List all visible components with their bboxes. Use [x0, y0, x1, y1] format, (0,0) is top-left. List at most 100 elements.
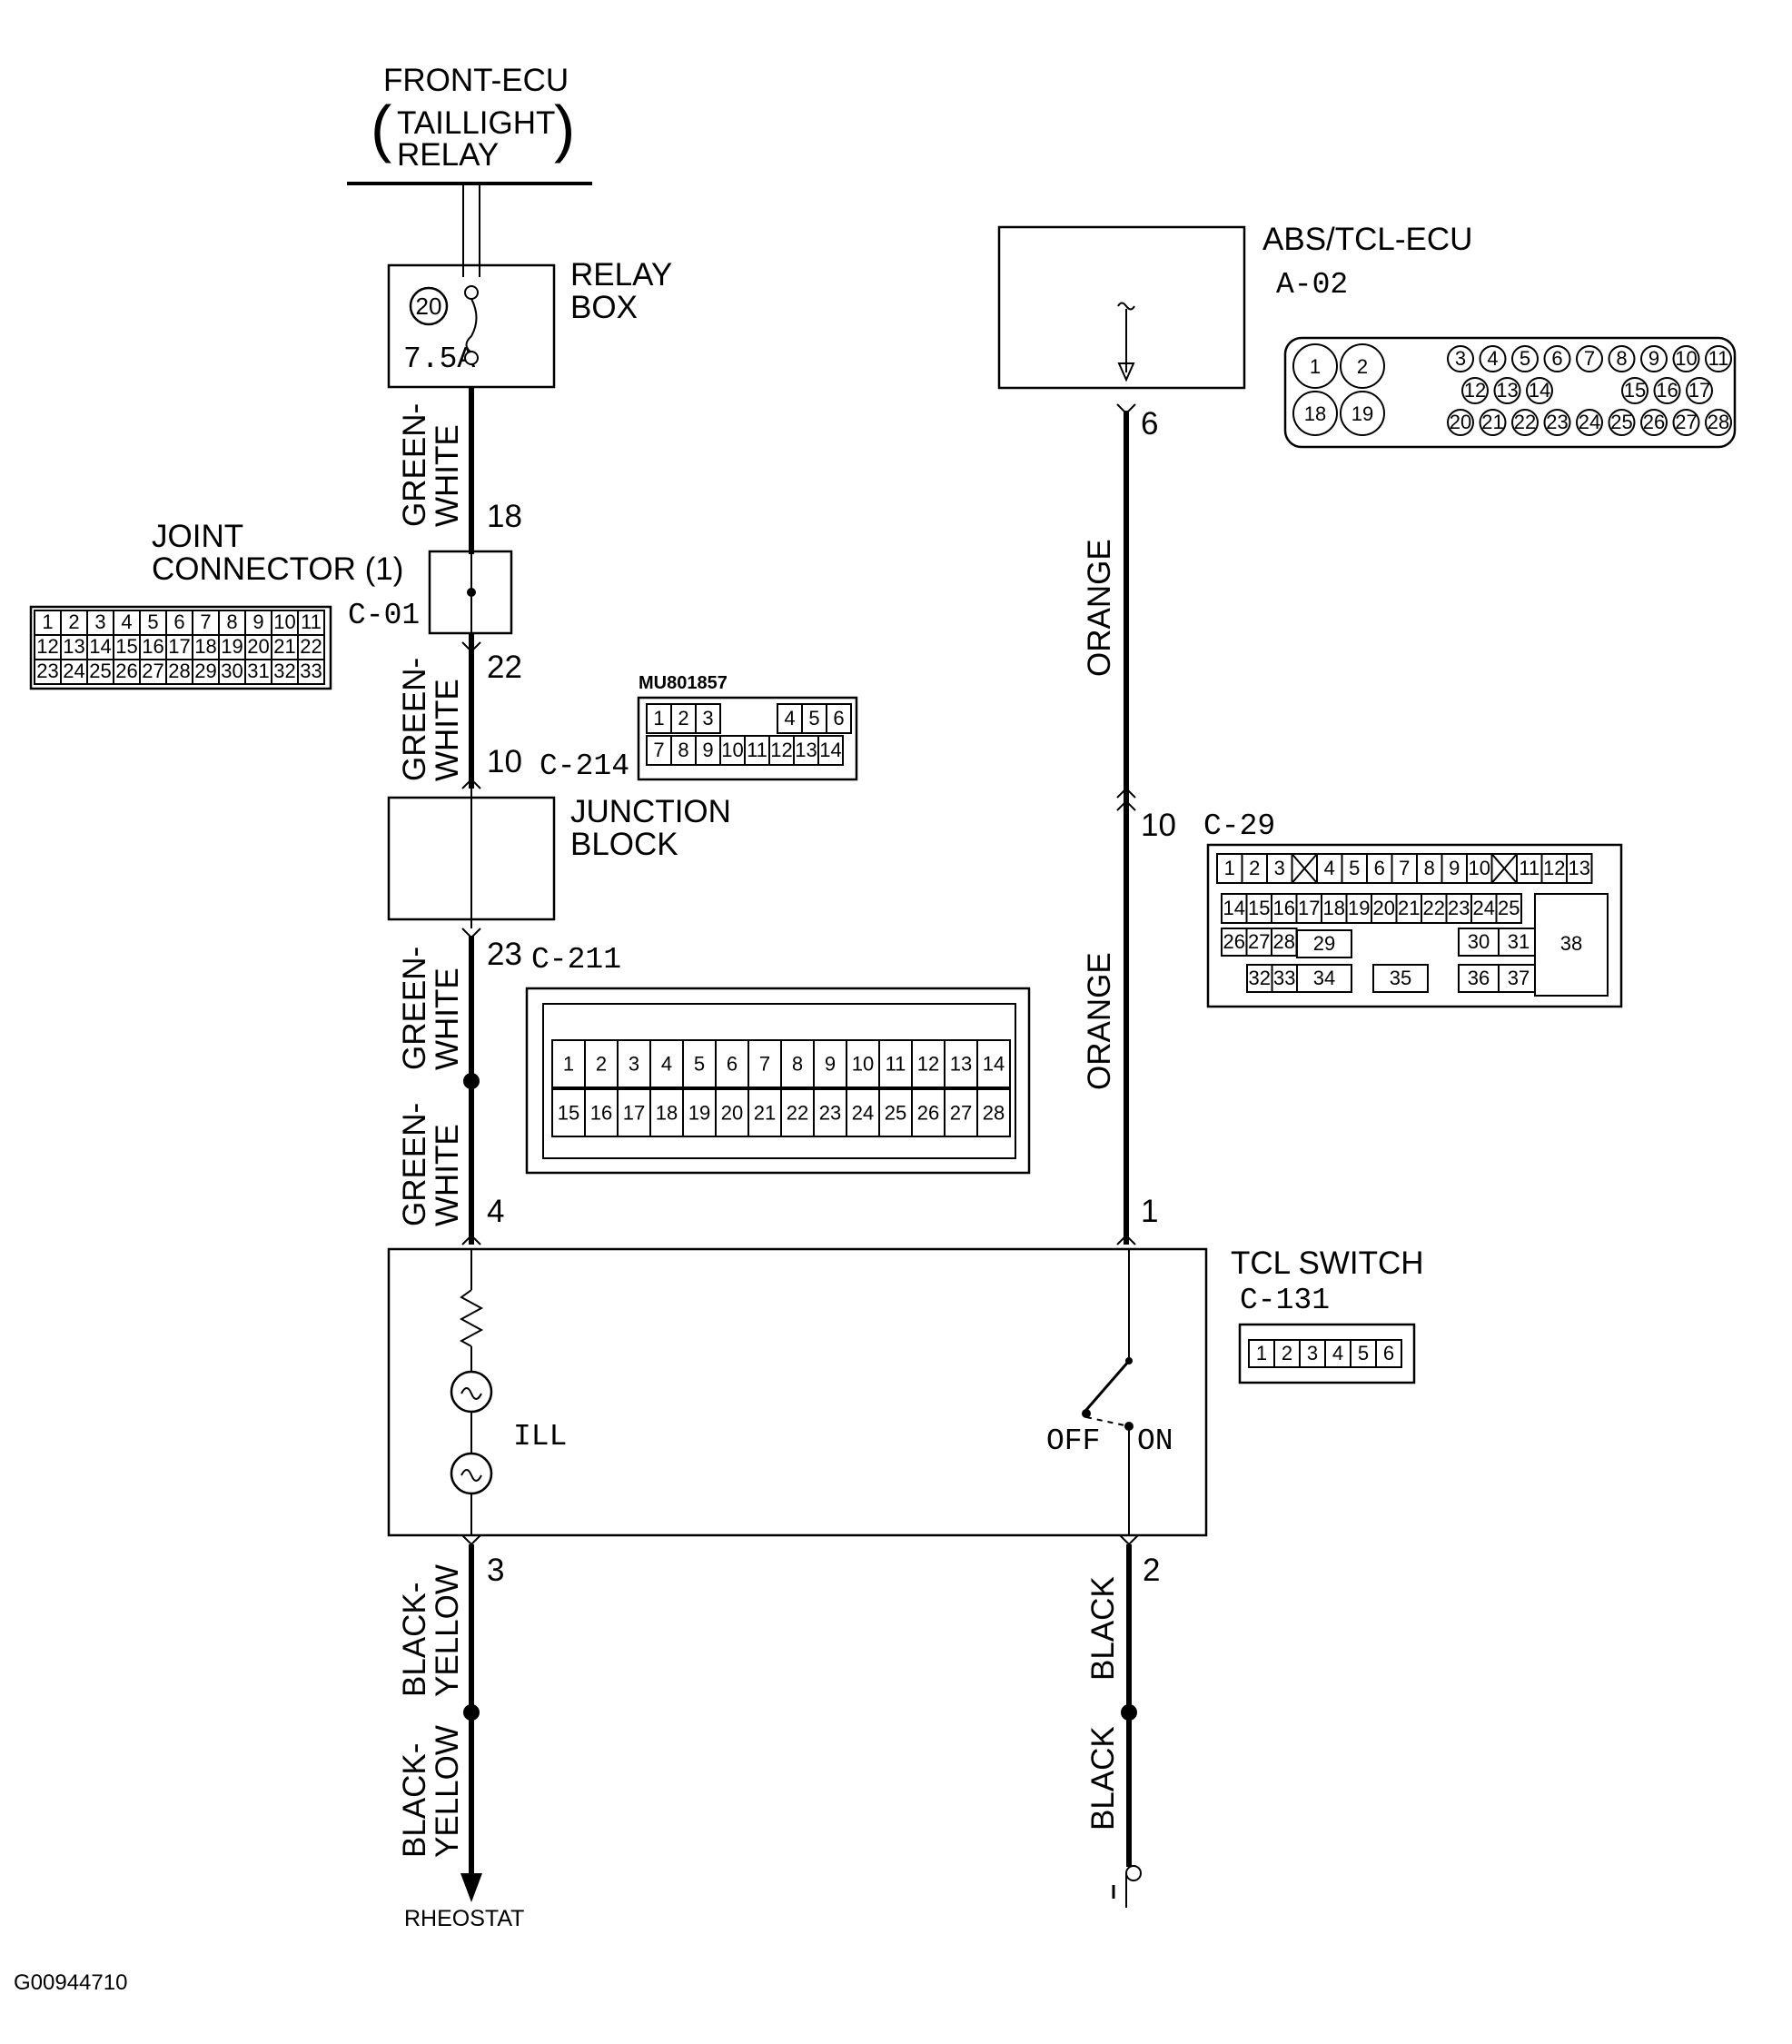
- connector-cavity: [1340, 343, 1385, 389]
- connector-cavity: [682, 1039, 717, 1088]
- c29-pin-label: 37: [1508, 967, 1530, 989]
- switch-on-label: ON: [1137, 1424, 1173, 1458]
- connector-cavity: [1445, 893, 1472, 924]
- a02-pin-label: 3: [1455, 347, 1466, 370]
- c29-pin-label: 19: [1348, 897, 1370, 919]
- connector-cavity: [1271, 893, 1298, 924]
- a02-pin-label: 2: [1357, 355, 1368, 378]
- c211-pin-label: 11: [886, 1053, 906, 1076]
- c29-pin-label: 34: [1313, 967, 1335, 989]
- a02-pin-label: 21: [1481, 411, 1503, 433]
- connector-cavity: [747, 1039, 782, 1088]
- c29-pin-label: 12: [1543, 857, 1565, 879]
- wire-black-yellow-2b: YELLOW: [430, 1725, 465, 1858]
- c29-pin-label: 13: [1569, 857, 1590, 879]
- part-number: MU801857: [639, 673, 728, 693]
- c29-pin-label: 38: [1560, 932, 1582, 955]
- c211-pin-label: 2: [596, 1053, 607, 1076]
- a02-label: A-02: [1276, 268, 1348, 302]
- c29-pin-label: 14: [1223, 897, 1245, 919]
- c29-pin-label: 20: [1373, 897, 1395, 919]
- joint-pin-label: 15: [115, 635, 137, 658]
- connector-cavity: [551, 1088, 586, 1137]
- connector-cavity: [1391, 853, 1418, 884]
- c29-pin-label: 10: [1469, 857, 1490, 879]
- relay-box-label-2: BOX: [570, 290, 638, 325]
- switch-lever: [1084, 1360, 1131, 1411]
- a02-pin-label: 14: [1529, 379, 1550, 402]
- joint-connector-label-2: CONNECTOR (1): [152, 551, 403, 587]
- connector-cavity: [1295, 893, 1322, 924]
- a02-pin-label: 17: [1688, 379, 1710, 402]
- joint-pin-label: 6: [173, 610, 184, 633]
- c29-pin-label: 23: [1448, 897, 1470, 919]
- splice-point-3: [1121, 1704, 1137, 1721]
- c29-pin-label: 6: [1374, 857, 1385, 879]
- c29-pin-label: 17: [1298, 897, 1320, 919]
- connector-cavity: [976, 1088, 1011, 1137]
- connector-shell: [29, 605, 332, 690]
- connector-cavity: [1640, 409, 1668, 436]
- connector-cavity: [1493, 377, 1521, 404]
- joint-pin-label: 22: [300, 635, 322, 658]
- c211-pin-label: 8: [792, 1053, 803, 1076]
- connector-cavity: [846, 1039, 880, 1088]
- c211-pin-label: 1: [563, 1053, 574, 1076]
- joint-pin-label: 30: [221, 660, 243, 682]
- wire-green-white-2b: WHITE: [430, 679, 465, 781]
- pin-6: 6: [1141, 406, 1158, 442]
- joint-pin-label: 9: [252, 610, 263, 633]
- connector-cavity: [793, 735, 819, 766]
- connector-cavity: [682, 1088, 717, 1137]
- splice-point-2: [463, 1704, 480, 1721]
- c214-pin-label: 2: [678, 707, 688, 729]
- connector-shell: [1206, 843, 1623, 1008]
- connector-cavity: [1543, 409, 1571, 436]
- connector-cavity: [1246, 964, 1273, 993]
- connector-cavity: [584, 1088, 619, 1137]
- a02-pin-label: 15: [1624, 379, 1646, 402]
- c131-pin-label: 6: [1383, 1342, 1394, 1364]
- c211-pin-label: 24: [852, 1102, 874, 1125]
- connector-cavity: [649, 1088, 684, 1137]
- a02-pin-label: 18: [1304, 402, 1326, 425]
- a02-pin-label: 26: [1643, 411, 1665, 433]
- connector-cavity: [1441, 853, 1468, 884]
- tcl-switch-block: ILL OFF ON TCL SWITCH C-131: [387, 1245, 1424, 1537]
- connector-cavity: [715, 1088, 749, 1137]
- fuse-number-circle: [409, 286, 449, 326]
- c131-pin-label: 3: [1307, 1342, 1318, 1364]
- c29-pin-label: 28: [1273, 930, 1295, 953]
- connector-cavity: [1292, 391, 1338, 436]
- c29-pin-label: 30: [1468, 930, 1490, 953]
- c214-pin-label: 12: [770, 739, 792, 761]
- c29-pin-label: 31: [1508, 930, 1530, 953]
- c211-pin-label: 22: [787, 1102, 808, 1125]
- connector-cavity: [801, 703, 827, 734]
- c29-pin-label: 3: [1274, 857, 1285, 879]
- ground-icon: [1112, 1865, 1142, 1908]
- joint-pin-label: 20: [247, 635, 269, 658]
- connector-cavity: [1366, 853, 1393, 884]
- connector-cavity: [1296, 964, 1352, 993]
- joint-pin-label: 1: [42, 610, 53, 633]
- a02-pin-label: 9: [1648, 347, 1659, 370]
- wire-black-2: BLACK: [1085, 1726, 1121, 1831]
- connector-cavity: [1216, 853, 1243, 884]
- joint-pin-label: 12: [36, 635, 58, 658]
- wire-green-white-1a: GREEN-: [397, 403, 432, 527]
- c29-pin-label: 4: [1324, 857, 1335, 879]
- c211-pin-label: 28: [983, 1102, 1005, 1125]
- fuse-terminal-bottom: [464, 351, 479, 365]
- connector-cavity: [1705, 409, 1732, 436]
- joint-pin-label: 5: [147, 610, 158, 633]
- right-circuit: ABS/TCL-ECU A-02 6 ORANGE 10 C-29 ORANGE…: [997, 222, 1472, 1908]
- junction-block-label-2: BLOCK: [570, 827, 678, 862]
- c211-pin-label: 4: [661, 1053, 672, 1076]
- rheostat-arrow: [460, 1873, 482, 1902]
- a02-pin-label: 6: [1551, 347, 1562, 370]
- wire-black-yellow-2a: BLACK-: [397, 1743, 432, 1858]
- c211-pin-label: 27: [950, 1102, 972, 1125]
- c214-pin-label: 5: [808, 707, 819, 729]
